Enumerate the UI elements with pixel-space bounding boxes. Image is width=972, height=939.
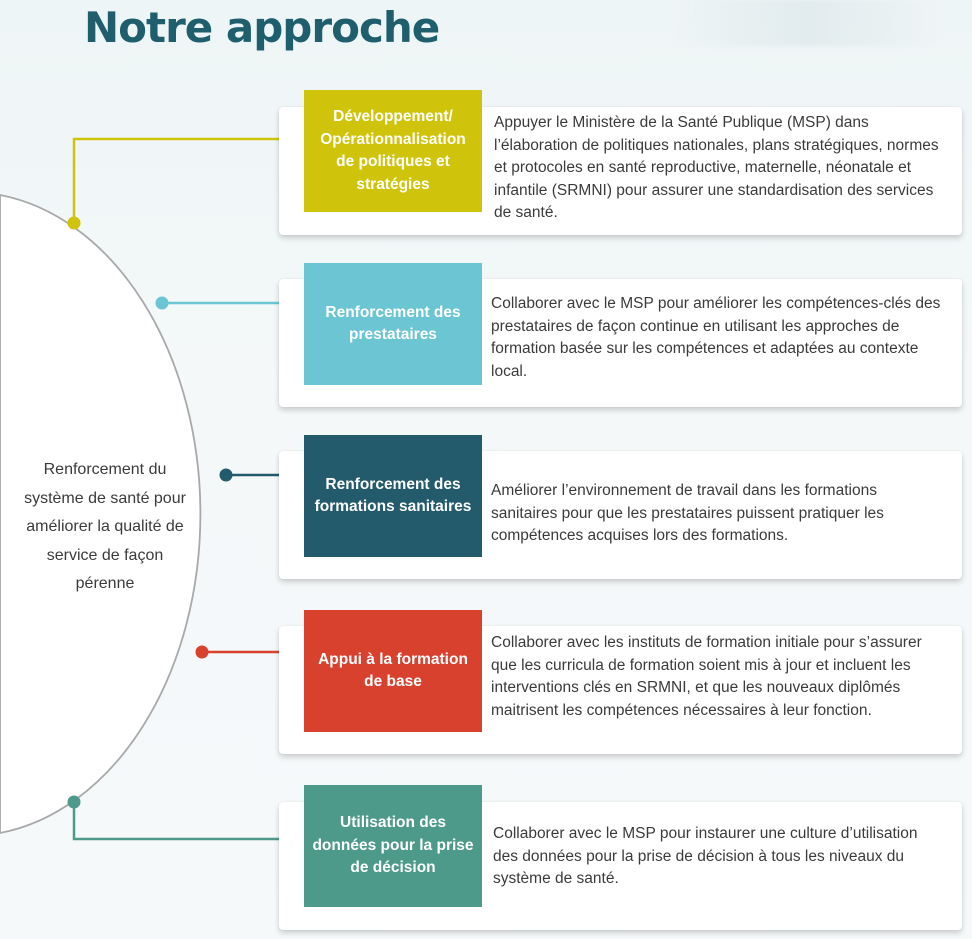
connector-dot-3	[219, 468, 233, 482]
connector-dot-1	[67, 216, 81, 230]
connector-line-5	[72, 802, 305, 841]
connector-dot-4	[195, 645, 209, 659]
faded-header-decoration	[672, 0, 942, 46]
central-circle	[0, 194, 202, 834]
pillar-description-5: Collaborer avec le MSP pour instaurer un…	[493, 825, 918, 887]
pillar-label-1: Développement/ Opérationnalisation de po…	[304, 90, 482, 212]
pillar-label-5: Utilisation des données pour la prise de…	[304, 785, 482, 907]
central-statement: Renforcement du système de santé pour am…	[24, 461, 186, 592]
connector-dot-5	[67, 795, 81, 809]
connector-dot-2	[155, 296, 169, 310]
pillar-label-4: Appui à la formation de base	[304, 610, 482, 732]
pillar-label-2: Renforcement des prestataires	[304, 263, 482, 385]
page-title: Notre approche	[84, 3, 440, 52]
pillar-label-3: Renforcement des formations sanitaires	[304, 435, 482, 557]
connector-line-1	[72, 137, 305, 223]
pillar-description-2: Collaborer avec le MSP pour améliorer le…	[491, 295, 941, 380]
pillar-description-4: Collaborer avec les instituts de formati…	[491, 634, 922, 719]
pillar-description-3: Améliorer l’environnement de travail dan…	[491, 482, 884, 544]
pillar-description-1: Appuyer le Ministère de la Santé Publiqu…	[494, 114, 939, 221]
